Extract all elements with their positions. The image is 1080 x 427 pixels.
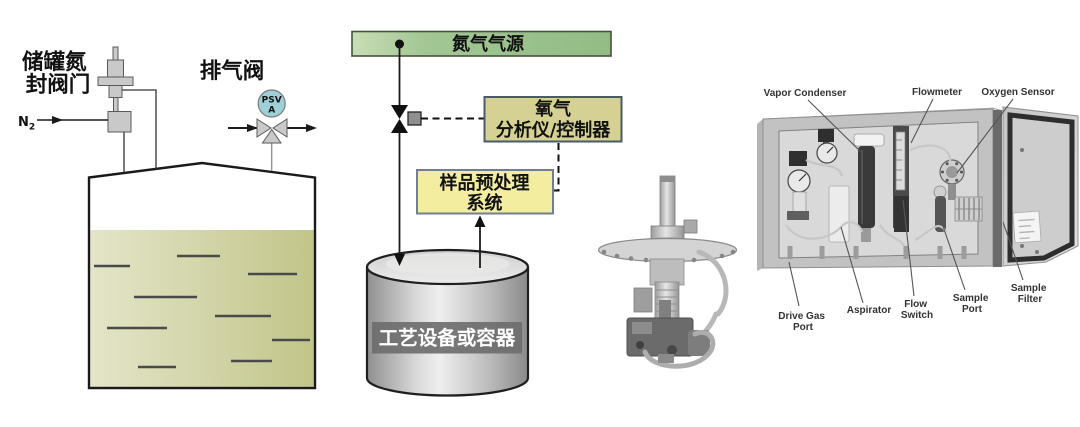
sample-system-line1: 样品预处理 xyxy=(440,172,530,194)
nitrogen-source-label: 氮气气源 xyxy=(452,33,524,55)
n2-inlet: N2 xyxy=(18,115,108,133)
side-block xyxy=(633,287,653,313)
diaphragm-flange xyxy=(597,237,738,263)
oxygen-sensor-label: Oxygen Sensor xyxy=(981,87,1054,98)
hinge-strip xyxy=(993,110,1002,267)
vapor-condenser-leader xyxy=(807,99,863,154)
vapor-condenser-label: Vapor Condenser xyxy=(764,88,847,99)
sample-filter-leader xyxy=(1002,221,1024,281)
bulkhead-fittings xyxy=(787,246,967,259)
pressure-regulator-2 xyxy=(787,151,811,220)
tank-liquid xyxy=(90,230,314,387)
sample-filter-label: Sample Filter xyxy=(1011,283,1049,305)
sample-port-leader xyxy=(935,205,966,291)
bottom-callouts: Drive Gas Port Aspirator Flow Switch Sam… xyxy=(778,199,1049,333)
door-label-plate xyxy=(1012,210,1042,244)
sample-port-unit xyxy=(933,185,947,232)
mounting-panel xyxy=(828,185,850,243)
flow-switch-unit xyxy=(894,196,909,232)
valve-bottom-wing xyxy=(261,128,282,144)
drive-gas-port-label: Drive Gas Port xyxy=(778,311,827,333)
flowmeter-leader xyxy=(910,98,934,144)
drive-gas-leader xyxy=(788,261,800,307)
signal-line-sample xyxy=(553,143,560,192)
sample-arrowhead xyxy=(474,215,486,227)
psv-tag-text1: PSV xyxy=(262,96,282,106)
valve-left-wing xyxy=(256,118,272,138)
inlet-arrowhead xyxy=(247,124,258,132)
flow-switch-label: Flow Switch xyxy=(901,299,933,321)
sense-tube-lower xyxy=(642,330,716,369)
terminal-block xyxy=(954,196,983,222)
valve-actuator xyxy=(407,111,422,126)
blanket-valve-label: 储罐氮 封阀门 xyxy=(22,49,94,98)
sense-tube-upper xyxy=(696,249,729,317)
nameplate xyxy=(787,211,809,220)
psv-tag-text2: A xyxy=(268,106,275,116)
oxygen-analyzer-line1: 氧气 xyxy=(534,98,571,120)
tank-blanketing-diagram: N2 储罐氮 封阀门 排气阀 PSV A xyxy=(18,46,317,390)
analyzer-cabinet-photo: Vapor Condenser Flowmeter Oxygen Sensor … xyxy=(757,87,1079,333)
vessel-top-highlight xyxy=(385,253,510,275)
sample-port-label: Sample Port xyxy=(953,293,991,315)
n2-arrowhead xyxy=(52,116,63,124)
n2-label: N2 xyxy=(18,115,35,133)
sample-system-box xyxy=(416,169,554,215)
regulator-photo xyxy=(597,175,738,369)
body-highlight xyxy=(632,322,652,334)
cabinet-left-side xyxy=(757,119,763,271)
feed-arrowhead xyxy=(394,254,405,266)
outlet-lump xyxy=(688,330,710,356)
valve-right-wing xyxy=(272,118,288,138)
liquid-dashes xyxy=(94,254,310,369)
flowmeter-label: Flowmeter xyxy=(912,87,962,98)
aspirator-label: Aspirator xyxy=(847,305,892,316)
psv-tag-circle xyxy=(257,89,286,118)
process-vessel-label: 工艺设备或容器 xyxy=(379,327,516,350)
aspirator-leader xyxy=(840,226,864,304)
process-vessel: 工艺设备或容器 xyxy=(365,248,530,397)
oxygen-sensor-leader xyxy=(956,98,1014,174)
outlet-arrowhead xyxy=(306,124,317,132)
tank-outline xyxy=(87,161,317,390)
regulator-foot xyxy=(658,354,674,363)
control-flow-diagram: 氮气气源 氧气 分析仪/控制器 样品预处理 系统 工艺设备或容器 xyxy=(351,30,623,397)
cabinet-door-open xyxy=(1002,106,1079,267)
oxygen-analyzer-line2: 分析仪/控制器 xyxy=(496,119,612,141)
control-valve-top xyxy=(391,105,408,119)
regulator-stem xyxy=(659,175,676,229)
psv-vent-valve: PSV A xyxy=(228,89,317,171)
vent-valve-label: 排气阀 xyxy=(200,58,265,84)
vapor-condenser-unit xyxy=(853,133,885,242)
oxygen-analyzer-box xyxy=(483,96,623,143)
vessel-label-band xyxy=(372,322,522,354)
blanketing-regulator-symbol xyxy=(97,46,157,172)
top-callouts: Vapor Condenser Flowmeter Oxygen Sensor xyxy=(764,87,1055,174)
sample-system-line2: 系统 xyxy=(467,192,503,214)
bonnet xyxy=(649,258,685,286)
flow-switch-leader xyxy=(902,199,915,297)
pilot-fitting xyxy=(683,219,698,234)
control-valve-bottom xyxy=(391,119,408,133)
pressure-regulator-1 xyxy=(816,129,838,164)
oxygen-sensor-unit xyxy=(939,159,965,200)
